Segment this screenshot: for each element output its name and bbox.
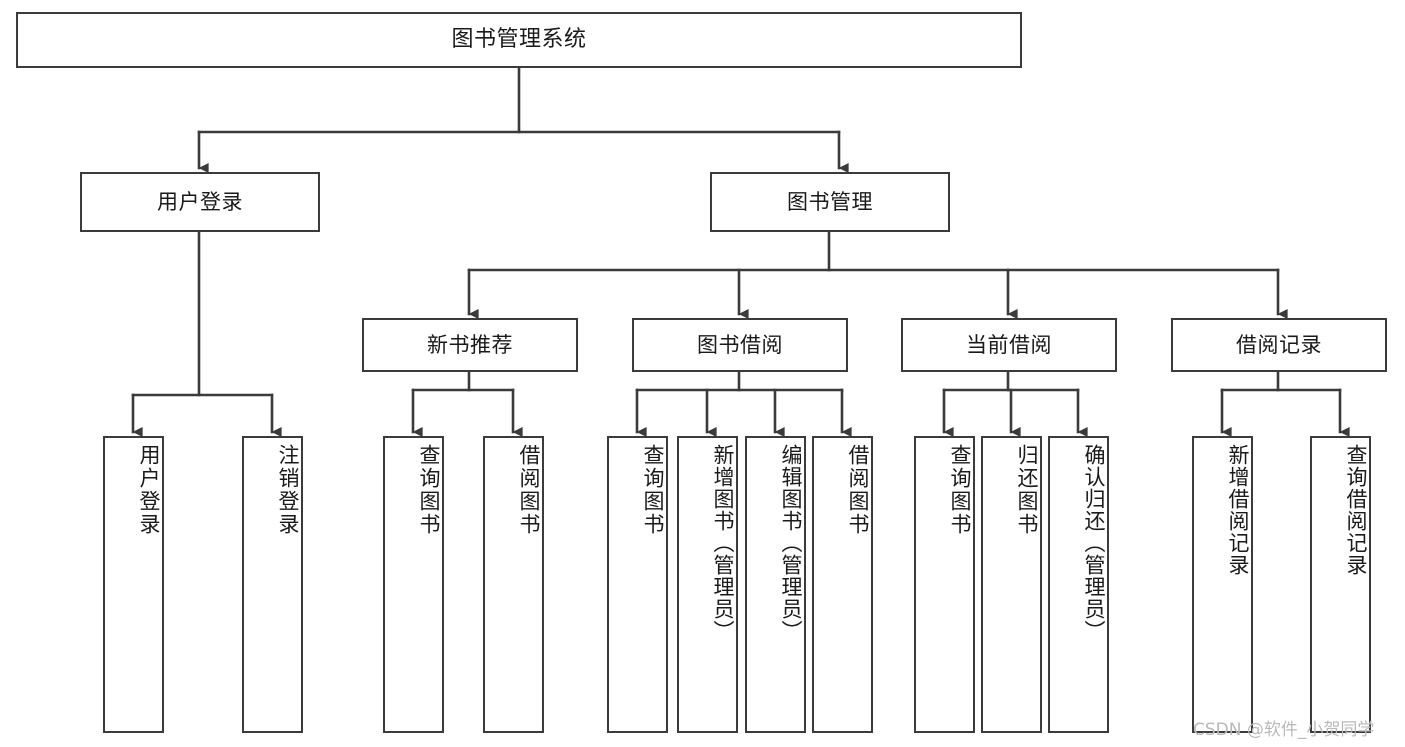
node-label: 归还图书 <box>1015 444 1039 536</box>
leaf-current-borrow-query-book[interactable]: 查询图书 <box>914 436 975 733</box>
node-label: 新增图书（管理员） <box>711 444 735 642</box>
node-root-system[interactable]: 图书管理系统 <box>16 12 1022 68</box>
node-label: 新增借阅记录 <box>1226 444 1250 576</box>
node-label: 注销登录 <box>276 444 300 536</box>
node-label: 用户登录 <box>137 444 161 536</box>
node-label: 新书推荐 <box>427 332 513 357</box>
node-label: 图书借阅 <box>697 332 783 357</box>
csdn-watermark: CSDN @软件_小贺同学 <box>1193 720 1375 740</box>
leaf-current-borrow-confirm-return-admin[interactable]: 确认归还（管理员） <box>1048 436 1109 733</box>
node-label: 查询图书 <box>641 444 665 536</box>
node-book-borrow[interactable]: 图书借阅 <box>632 318 848 372</box>
node-label: 图书管理 <box>787 189 873 214</box>
node-label: 编辑图书（管理员） <box>779 444 803 642</box>
node-label: 用户登录 <box>157 189 243 214</box>
node-label: 查询图书 <box>417 444 441 536</box>
leaf-new-book-query-book[interactable]: 查询图书 <box>383 436 444 733</box>
leaf-user-login-logout[interactable]: 注销登录 <box>242 436 303 733</box>
leaf-borrow-record-query-record[interactable]: 查询借阅记录 <box>1310 436 1371 733</box>
leaf-new-book-borrow-book[interactable]: 借阅图书 <box>483 436 544 733</box>
node-borrow-record[interactable]: 借阅记录 <box>1171 318 1387 372</box>
node-current-borrow[interactable]: 当前借阅 <box>901 318 1117 372</box>
leaf-book-borrow-query-book[interactable]: 查询图书 <box>607 436 668 733</box>
node-label: 确认归还（管理员） <box>1082 444 1106 642</box>
leaf-current-borrow-return-book[interactable]: 归还图书 <box>981 436 1042 733</box>
node-label: 借阅图书 <box>517 444 541 536</box>
node-new-book-recommend[interactable]: 新书推荐 <box>362 318 578 372</box>
node-label: 借阅图书 <box>846 444 870 536</box>
node-label: 当前借阅 <box>966 332 1052 357</box>
leaf-book-borrow-edit-book-admin[interactable]: 编辑图书（管理员） <box>745 436 806 733</box>
node-label: 借阅记录 <box>1236 332 1322 357</box>
node-label: 查询借阅记录 <box>1344 444 1368 576</box>
node-user-login[interactable]: 用户登录 <box>80 172 320 232</box>
leaf-user-login-login[interactable]: 用户登录 <box>103 436 164 733</box>
node-label: 图书管理系统 <box>451 27 587 53</box>
node-book-management[interactable]: 图书管理 <box>710 172 950 232</box>
leaf-book-borrow-add-book-admin[interactable]: 新增图书（管理员） <box>677 436 738 733</box>
leaf-book-borrow-borrow-book[interactable]: 借阅图书 <box>812 436 873 733</box>
leaf-borrow-record-add-record[interactable]: 新增借阅记录 <box>1192 436 1253 733</box>
node-label: 查询图书 <box>948 444 972 536</box>
